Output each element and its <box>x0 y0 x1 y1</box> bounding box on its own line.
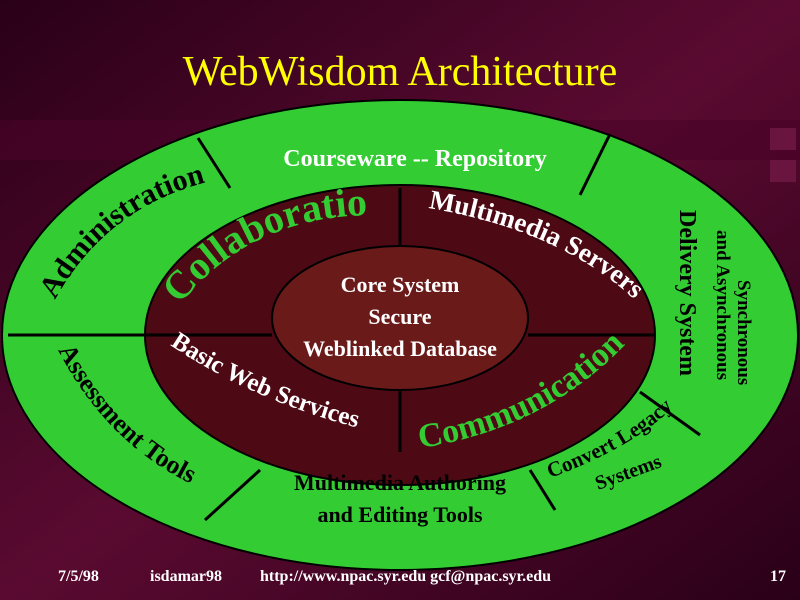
divider-line <box>196 137 232 189</box>
divider-line <box>528 469 557 511</box>
authoring-line: Multimedia Authoring <box>294 470 506 495</box>
divider-line <box>203 468 262 522</box>
core-line: Weblinked Database <box>303 336 497 361</box>
core-line: Secure <box>368 304 431 329</box>
delivery-label-group: Synchronous and Asynchronous Delivery Sy… <box>674 210 754 385</box>
authoring-line: and Editing Tools <box>317 502 483 527</box>
slide-title: WebWisdom Architecture <box>182 49 618 95</box>
segment-dividers <box>8 133 701 522</box>
delivery-line: and Asynchronous <box>712 230 733 380</box>
decor-square <box>770 128 796 150</box>
divider-line <box>578 133 612 196</box>
decor-square <box>770 160 796 182</box>
footer-code: isdamar98 <box>150 568 222 585</box>
footer-page-number: 17 <box>770 568 786 585</box>
footer-url-email: http://www.npac.syr.edu gcf@npac.syr.edu <box>260 568 552 585</box>
courseware-label: Courseware -- Repository <box>283 146 547 172</box>
delivery-line: Synchronous <box>733 280 754 385</box>
core-line: Core System <box>341 272 460 297</box>
footer-date: 7/5/98 <box>58 568 99 585</box>
delivery-line: Delivery System <box>674 210 700 376</box>
divider-line <box>639 390 701 437</box>
